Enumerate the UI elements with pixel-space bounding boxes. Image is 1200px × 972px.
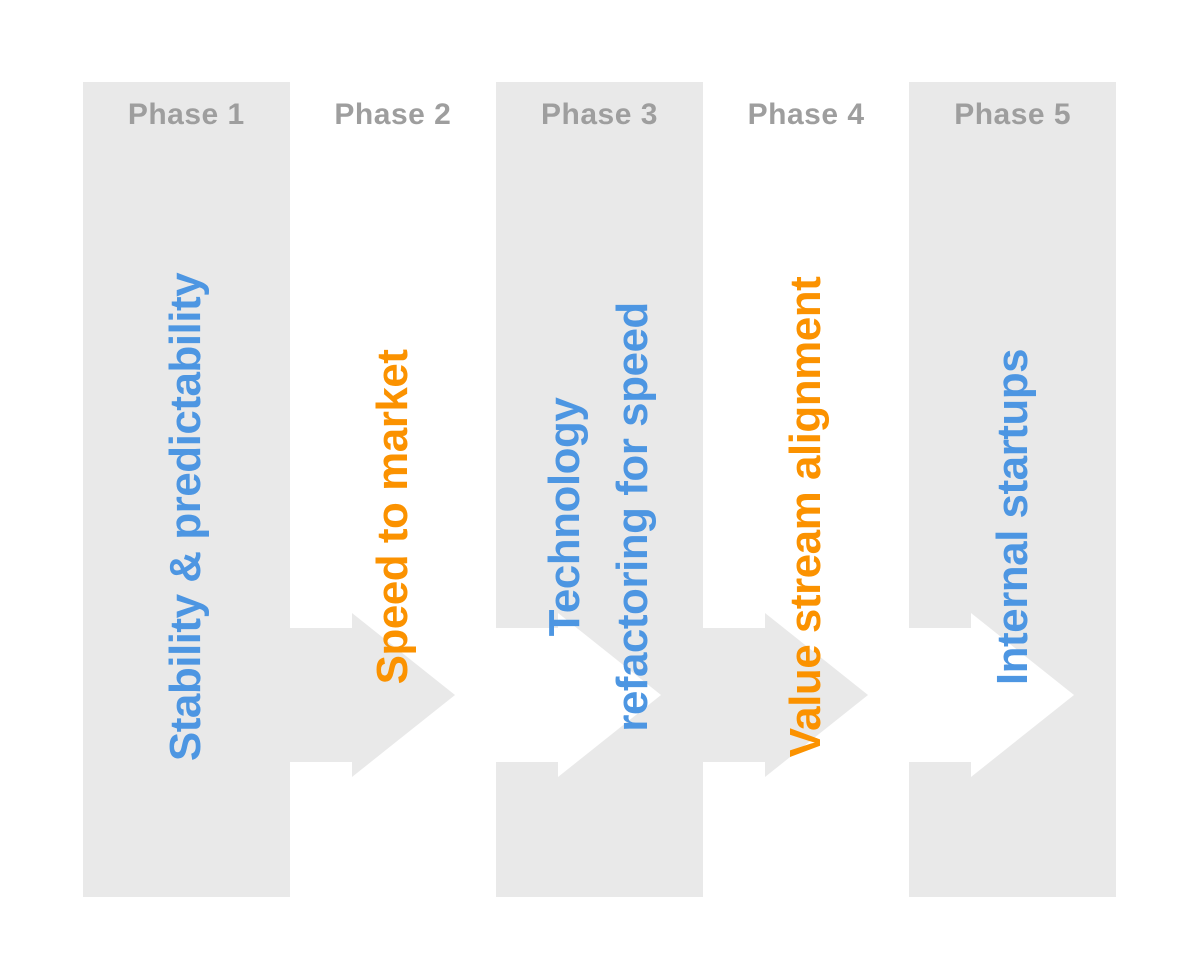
flow-arrow-icon [496, 613, 661, 777]
phase-title-5: Internal startups [987, 348, 1037, 686]
phase-band-1: Phase 1 Stability & predictability [83, 82, 290, 897]
flow-arrow-icon [909, 613, 1074, 777]
phase-band-2: Phase 2 Speed to market [290, 82, 497, 897]
phase-label-3: Phase 3 [541, 98, 658, 131]
flow-arrow-icon [290, 613, 455, 777]
phase-title-4: Value stream alignment [781, 276, 831, 758]
phase-band-4: Phase 4 Value stream alignment [703, 82, 910, 897]
phase-label-4: Phase 4 [747, 98, 865, 131]
phase-title-3: Technology refactoring for speed [540, 302, 658, 732]
phase-label-2: Phase 2 [334, 98, 452, 131]
phase-label-1: Phase 1 [127, 98, 245, 131]
phase-title-2: Speed to market [367, 349, 417, 685]
phase-title-1: Stability & predictability [161, 272, 211, 762]
flow-arrow-icon [703, 613, 868, 777]
phase-label-5: Phase 5 [954, 98, 1072, 131]
